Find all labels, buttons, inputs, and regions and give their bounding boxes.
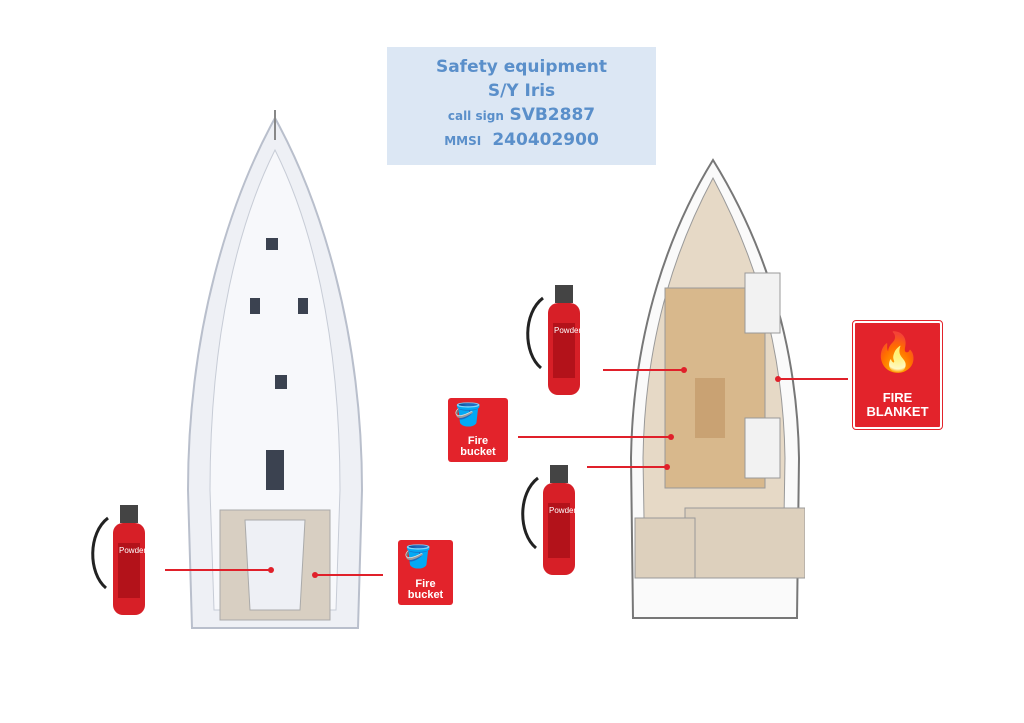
bucket-icon: 🪣 (454, 402, 482, 427)
pointer-line (165, 569, 272, 571)
pointer-dot (681, 367, 687, 373)
extinguisher-upper-icon: Powder (526, 285, 581, 395)
pointer-line (603, 369, 685, 371)
pointer-dot (668, 434, 674, 440)
vessel-name: S/Y Iris (487, 81, 556, 101)
mmsi: 240402900 (492, 130, 599, 150)
pointer-line (313, 574, 383, 576)
interior-plan-boat (629, 158, 805, 619)
deck-plan-boat (186, 110, 364, 629)
fire-blanket-icon: 🔥 (873, 332, 922, 374)
pointer-dot (775, 376, 781, 382)
callsign-label: call sign (447, 109, 504, 123)
bucket-icon: 🪣 (404, 544, 432, 569)
callsign: SVB2887 (509, 105, 596, 125)
title-box: Safety equipment S/Y Iris call sign SVB2… (387, 47, 656, 165)
extinguisher-label: Powder (119, 546, 146, 555)
svg-text:Powder: Powder (554, 326, 581, 335)
extinguisher-left-icon: Powder (91, 505, 146, 615)
pointer-line (587, 466, 668, 468)
extinguisher-lower-icon: Powder (521, 465, 576, 575)
svg-text:Powder: Powder (549, 506, 576, 515)
pointer-dot (312, 572, 318, 578)
mmsi-label: MMSI (444, 134, 482, 148)
title: Safety equipment (435, 57, 608, 77)
pointer-dot (664, 464, 670, 470)
pointer-dot (268, 567, 274, 573)
pointer-line (518, 436, 672, 438)
pointer-line (778, 378, 848, 380)
